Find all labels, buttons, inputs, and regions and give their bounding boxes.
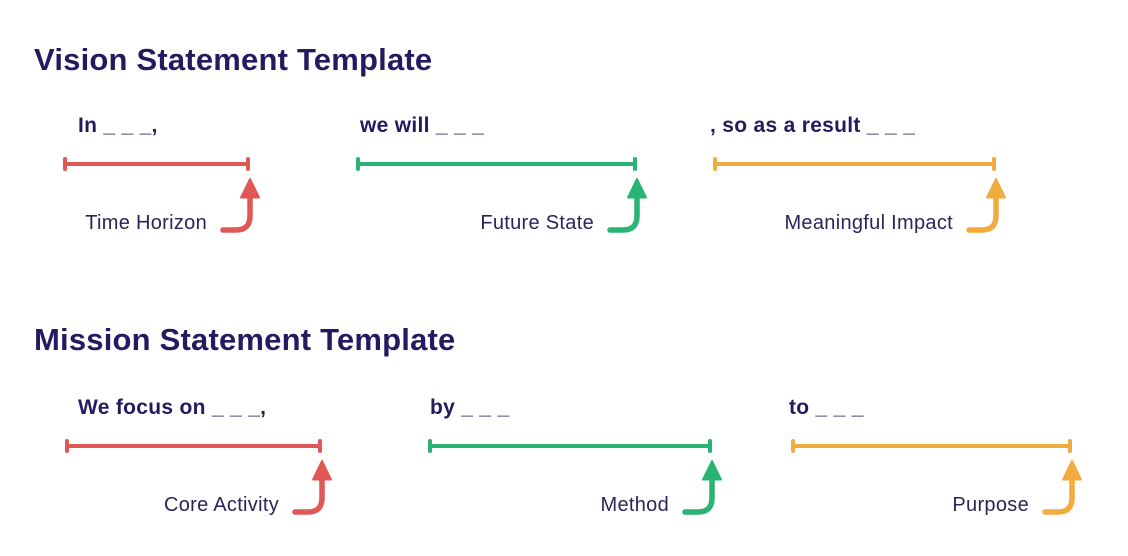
template-segment: We focus on _ _ _, Core Activity <box>65 392 332 528</box>
segment-phrase: , so as a result _ _ _ <box>710 114 916 137</box>
segment-underline-bracket <box>63 157 250 171</box>
section-title: Mission Statement Template <box>34 322 456 357</box>
curved-up-arrow-icon <box>607 178 647 233</box>
template-segment: In _ _ _, Time Horizon <box>63 110 260 246</box>
segment-phrase: to _ _ _ <box>789 396 864 419</box>
segment-caption: Core Activity <box>164 456 335 518</box>
curved-up-arrow-icon <box>682 460 722 515</box>
curved-up-arrow-icon <box>292 460 332 515</box>
segment-label: Method <box>600 494 669 516</box>
template-segment: by _ _ _ Method <box>428 392 722 528</box>
template-segment: to _ _ _ Purpose <box>789 392 1082 528</box>
segment-underline-bracket <box>65 439 322 453</box>
segment-phrase: we will _ _ _ <box>360 114 485 137</box>
segment-caption: Future State <box>480 174 650 236</box>
curved-up-arrow-icon <box>220 178 260 233</box>
segment-label: Future State <box>480 212 594 234</box>
segment-caption: Time Horizon <box>85 174 263 236</box>
segment-underline-bracket <box>356 157 637 171</box>
segment-label: Time Horizon <box>85 212 207 234</box>
segment-phrase: We focus on _ _ _, <box>78 396 267 419</box>
template-segment: , so as a result _ _ _ Meaningful Impact <box>710 110 1006 246</box>
segment-label: Core Activity <box>163 494 279 516</box>
segment-underline-bracket <box>791 439 1072 453</box>
section-title: Vision Statement Template <box>34 42 433 77</box>
curved-up-arrow-icon <box>1042 460 1082 515</box>
segment-phrase: In _ _ _, <box>78 114 158 137</box>
segment-caption: Method <box>600 456 725 518</box>
curved-up-arrow-icon <box>966 178 1006 233</box>
segment-underline-bracket <box>428 439 712 453</box>
segment-phrase: by _ _ _ <box>430 396 510 419</box>
template-segment: we will _ _ _ Future State <box>356 110 647 246</box>
segment-label: Purpose <box>952 494 1029 516</box>
segment-caption: Purpose <box>952 456 1085 518</box>
segment-label: Meaningful Impact <box>784 212 953 234</box>
segment-underline-bracket <box>713 157 996 171</box>
segment-caption: Meaningful Impact <box>784 174 1009 236</box>
